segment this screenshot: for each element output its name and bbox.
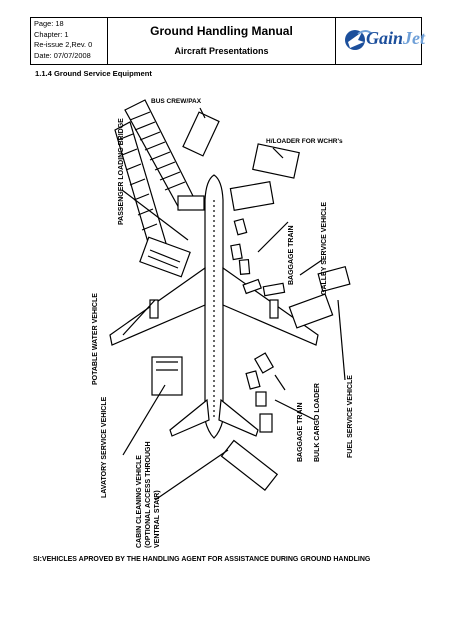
label-galley: GALLEY SERVICE VEHICLE xyxy=(321,202,328,295)
label-potable: POTABLE WATER VEHICLE xyxy=(92,293,99,385)
logo-emblem-icon xyxy=(345,30,373,50)
lavatory-vehicle-icon xyxy=(151,356,183,396)
document-meta: Page: 18 Chapter: 1 Re-issue 2,Rev. 0 Da… xyxy=(31,18,108,64)
header-title-cell: Ground Handling Manual Aircraft Presenta… xyxy=(108,18,336,64)
label-baggage-train-bottom: BAGGAGE TRAIN xyxy=(297,403,304,463)
galley-vehicle-icon xyxy=(288,293,334,329)
page-number: Page: 18 xyxy=(34,19,64,28)
label-bus: BUS CREW/PAX xyxy=(151,98,202,105)
aircraft-icon xyxy=(109,174,319,439)
document-header: Page: 18 Chapter: 1 Re-issue 2,Rev. 0 Da… xyxy=(30,17,426,65)
label-cabin-2: (OPTIONAL ACCESS THROUGH xyxy=(145,441,152,548)
label-baggage-train-top: BAGGAGE TRAIN xyxy=(288,226,295,286)
section-title: 1.1.4 Ground Service Equipment xyxy=(35,69,152,78)
label-fuel: FUEL SERVICE VEHICLE xyxy=(347,375,354,458)
label-cabin-3: VENTRAL STAIR) xyxy=(154,490,161,548)
gainjet-logo: GainJet xyxy=(336,18,426,64)
label-lavatory: LAVATORY SERVICE VEHICLE xyxy=(101,396,108,498)
cabin-cleaning-vehicle-icon xyxy=(220,439,279,491)
label-hloader: H/LOADER FOR WCHR's xyxy=(266,138,343,145)
potable-water-vehicle-icon xyxy=(139,236,191,278)
logo-wordmark: GainJet xyxy=(366,28,426,48)
label-bulk-cargo: BULK CARGO LOADER xyxy=(314,383,321,462)
hloader-icon xyxy=(252,143,300,179)
chapter-number: Chapter: 1 xyxy=(34,29,69,39)
label-bridge: PASSENGER LOADING BRIDGE xyxy=(118,118,125,225)
manual-subtitle: Aircraft Presentations xyxy=(174,46,269,56)
label-cabin-1: CABIN CLEANING VEHICLE xyxy=(136,455,143,548)
manual-title: Ground Handling Manual xyxy=(150,24,293,38)
reissue: Re-issue 2,Rev. 0 xyxy=(34,40,93,49)
bus-icon xyxy=(182,111,220,157)
issue-date: Date: 07/07/2008 xyxy=(34,50,91,60)
passenger-bridge-icon xyxy=(114,99,205,257)
footer-note: SI:VEHICLES APROVED BY THE HANDLING AGEN… xyxy=(33,556,371,563)
